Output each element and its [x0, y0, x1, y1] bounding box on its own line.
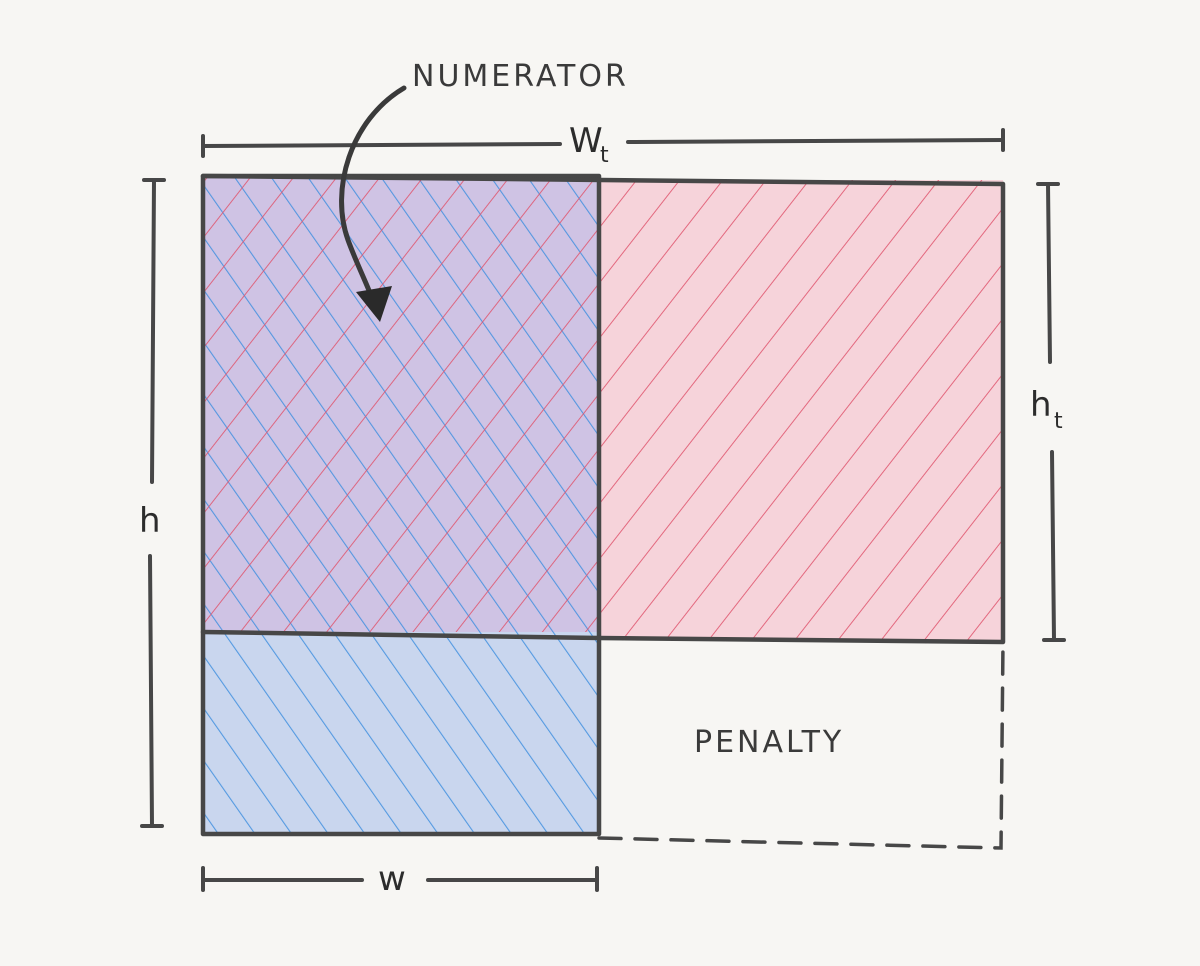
penalty-box-outline [597, 640, 1005, 850]
prediction-height-label: h [139, 501, 161, 541]
target-width-subscript: t [600, 143, 609, 168]
numerator-label: NUMERATOR [412, 59, 629, 94]
prediction-height-dimension [140, 178, 166, 828]
prediction-width-dimension [201, 866, 599, 892]
penalty-label: PENALTY [694, 725, 844, 760]
target-height-dimension [1036, 182, 1066, 642]
target-width-label: W [569, 121, 603, 161]
target-only-hatch [599, 180, 1003, 640]
overlap-hatch-red [203, 176, 599, 632]
prediction-only-hatch [203, 632, 599, 834]
prediction-width-label: w [378, 859, 406, 899]
target-height-label: h [1030, 385, 1052, 425]
target-width-dimension [201, 128, 1005, 158]
target-height-subscript: t [1054, 409, 1063, 434]
target-box-outline [200, 173, 1006, 645]
curved-arrow-icon [339, 85, 407, 322]
